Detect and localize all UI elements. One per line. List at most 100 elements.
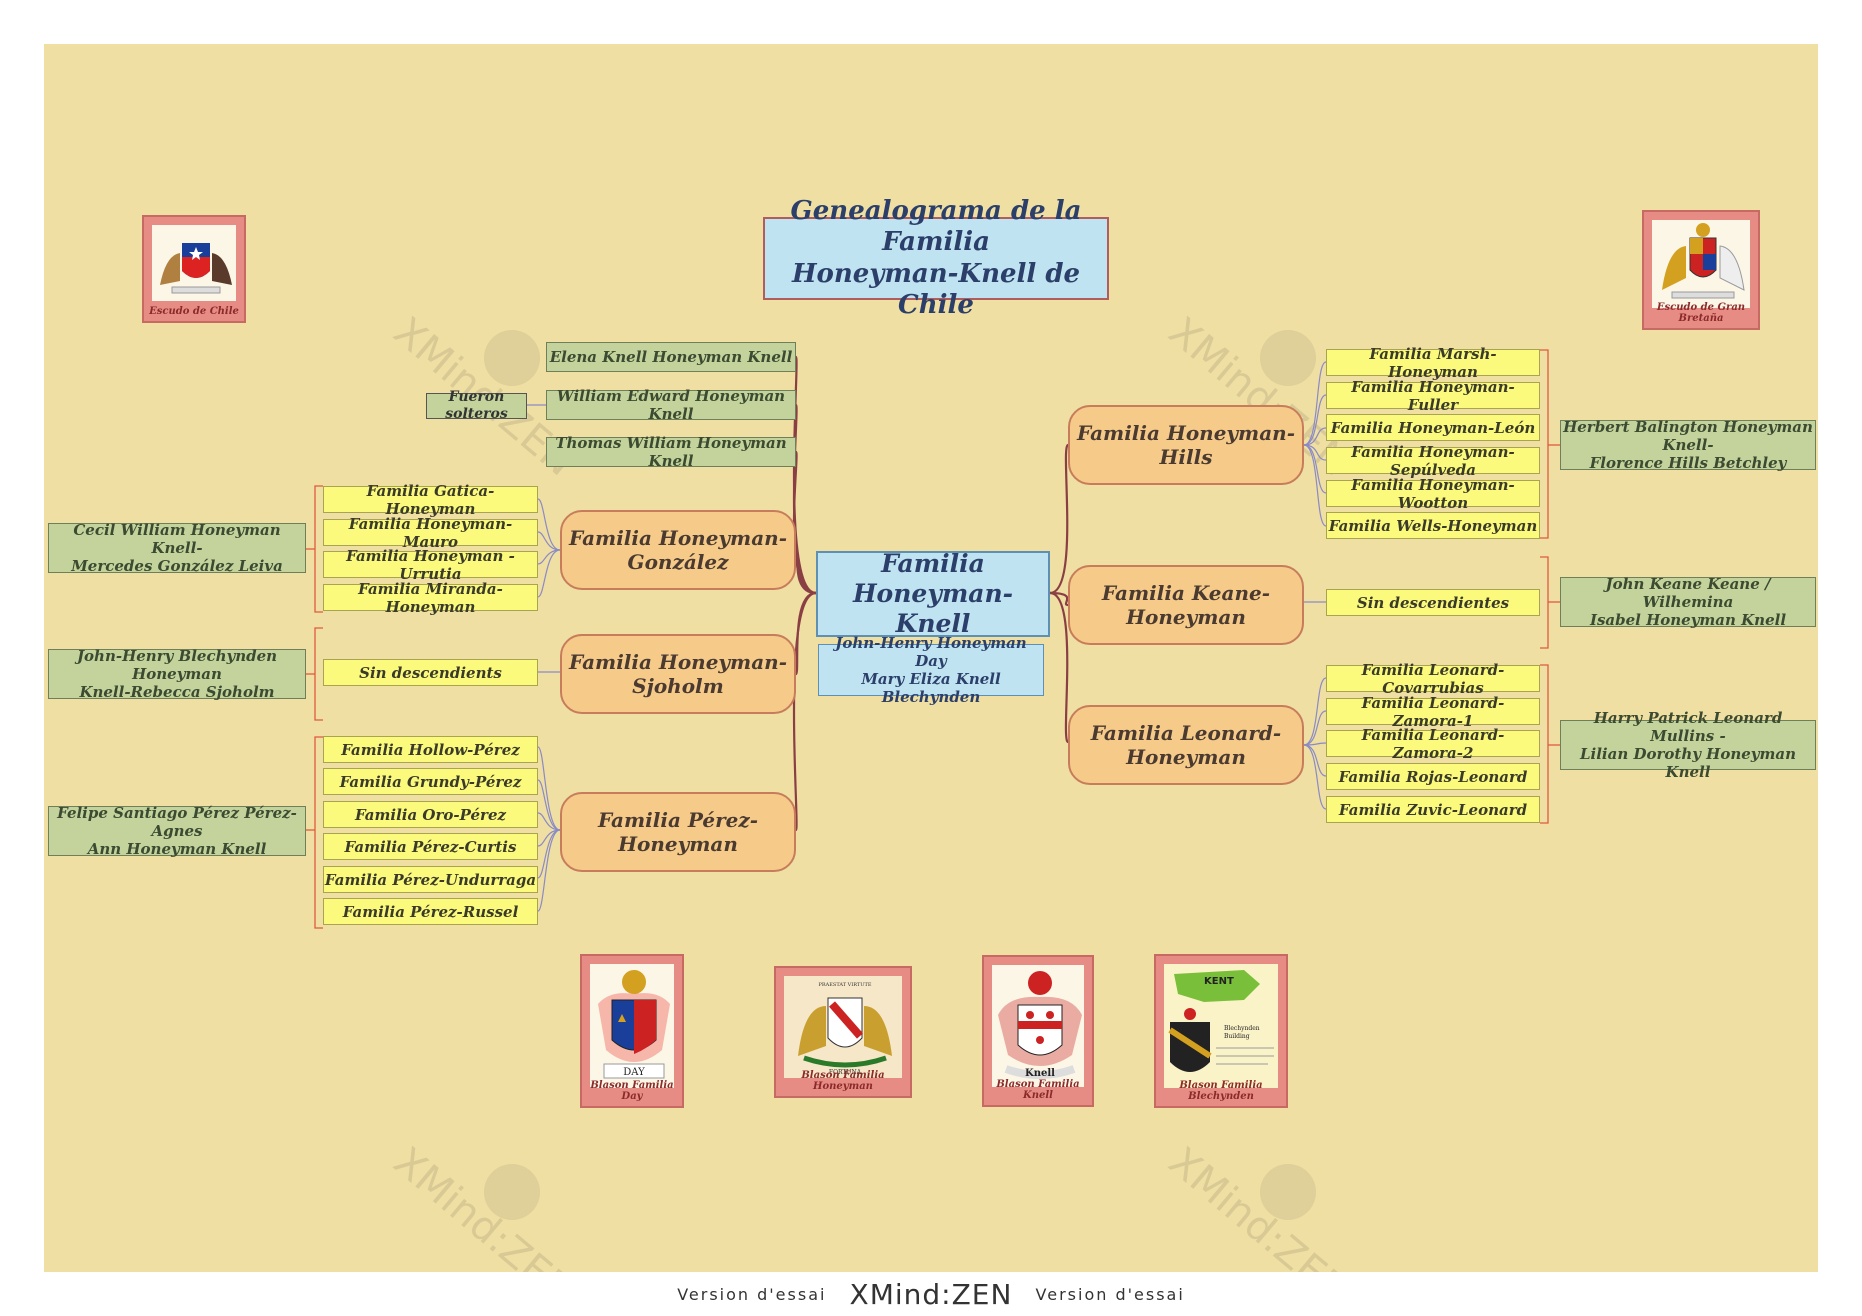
knell-crest-icon: Knell	[992, 965, 1084, 1087]
watermark: XMind:ZEN	[1159, 1138, 1358, 1272]
footer: Version d'essai XMind:ZEN Version d'essa…	[0, 1278, 1862, 1311]
single-node[interactable]: Thomas William Honeyman Knell	[546, 434, 796, 470]
child-family-node[interactable]: Familia Honeyman-Mauro	[323, 515, 538, 551]
family-line: Familia Honeyman-	[568, 650, 788, 674]
couple-line: Lilian Dorothy Honeyman Knell	[1579, 745, 1797, 781]
gb-coat-of-arms[interactable]: Escudo de Gran Bretaña	[1642, 210, 1760, 330]
child-family-node[interactable]: Familia Leonard-Zamora-1	[1326, 694, 1540, 730]
child-family-node[interactable]: Familia Honeyman-Sepúlveda	[1326, 443, 1540, 479]
watermark-logo-icon	[484, 330, 540, 386]
footer-brand-logo: XMind:ZEN	[849, 1278, 1013, 1311]
child-family-node[interactable]: Familia Miranda-Honeyman	[323, 580, 538, 616]
couple-line: Felipe Santiago Pérez Pérez-Agnes	[57, 804, 297, 840]
family-node[interactable]: Familia Keane-Honeyman	[1068, 565, 1304, 645]
child-family-node[interactable]: Familia Honeyman -Urrutia	[323, 547, 538, 583]
watermark-logo-icon	[484, 1164, 540, 1220]
couple-line: Knell-Rebecca Sjoholm	[79, 683, 275, 701]
day-crest-text: DAY	[623, 1067, 645, 1078]
day-crest-icon: DAY	[590, 964, 674, 1088]
knell-crest-text: Knell	[1025, 1068, 1055, 1079]
child-family-node[interactable]: Familia Grundy-Pérez	[323, 768, 538, 795]
family-line: Familia Pérez-	[597, 808, 759, 832]
couple-line: Cecil William Honeyman Knell-	[73, 521, 281, 557]
child-family-node[interactable]: Familia Rojas-Leonard	[1326, 763, 1540, 790]
central-topic-line: Familia	[881, 549, 985, 578]
child-family-node[interactable]: Familia Pérez-Undurraga	[323, 866, 538, 893]
blechynden-text: Building	[1224, 1033, 1250, 1040]
child-family-node[interactable]: Familia Honeyman-León	[1326, 414, 1540, 441]
couple-node[interactable]: Harry Patrick Leonard Mullins -Lilian Do…	[1560, 709, 1816, 781]
family-line: Hills	[1159, 445, 1213, 469]
family-line: Familia Keane-	[1101, 581, 1271, 605]
child-family-node[interactable]: Familia Zuvic-Leonard	[1326, 796, 1540, 823]
family-node[interactable]: Familia Pérez-Honeyman	[560, 792, 796, 872]
single-node[interactable]: Elena Knell Honeyman Knell	[546, 342, 796, 372]
child-family-node[interactable]: Familia Hollow-Pérez	[323, 736, 538, 763]
watermark-logo-icon	[1260, 1164, 1316, 1220]
title-line: Honeyman-Knell de Chile	[791, 258, 1081, 320]
emblem-caption: Escudo de Chile	[149, 306, 239, 317]
parent-name: John-Henry Honeyman Day	[835, 634, 1027, 670]
honeyman-crest-icon: PRAESTAT VIRTUTE FORTUNA	[784, 976, 902, 1078]
family-line: Honeyman	[618, 832, 738, 856]
family-line: González	[627, 550, 729, 574]
title-line: Genealograma de la Familia	[790, 196, 1082, 258]
child-family-node[interactable]: Familia Leonard-Covarrubias	[1326, 661, 1540, 697]
family-node[interactable]: Familia Honeyman-González	[560, 510, 796, 590]
family-node[interactable]: Familia Leonard-Honeyman	[1068, 705, 1304, 785]
footer-trial-label: Version d'essai	[677, 1285, 827, 1304]
child-family-node[interactable]: Sin descendients	[323, 659, 538, 686]
parents-node[interactable]: John-Henry Honeyman Day Mary Eliza Knell…	[818, 634, 1044, 706]
child-family-node[interactable]: Familia Wells-Honeyman	[1326, 512, 1540, 539]
emblem-caption: Blason Familia Honeyman	[801, 1070, 885, 1092]
child-family-node[interactable]: Familia Oro-Pérez	[323, 801, 538, 828]
family-line: Honeyman	[1126, 745, 1246, 769]
knell-family-crest[interactable]: Knell Blason Familia Knell	[982, 955, 1094, 1107]
family-line: Sjoholm	[632, 674, 724, 698]
blechynden-crest-icon: KENT Blechynden Building	[1164, 964, 1278, 1088]
couple-node[interactable]: Herbert Balington Honeyman Knell-Florenc…	[1560, 418, 1816, 472]
couple-node[interactable]: Cecil William Honeyman Knell-Mercedes Go…	[48, 521, 306, 575]
family-line: Honeyman	[1126, 605, 1246, 629]
couple-line: John-Henry Blechynden Honeyman	[76, 647, 278, 683]
emblem-caption: Escudo de Gran Bretaña	[1656, 302, 1746, 324]
honeyman-family-crest[interactable]: PRAESTAT VIRTUTE FORTUNA Blason Familia …	[774, 966, 912, 1098]
child-family-node[interactable]: Familia Leonard-Zamora-2	[1326, 726, 1540, 762]
honeyman-motto: PRAESTAT VIRTUTE	[819, 982, 872, 988]
child-family-node[interactable]: Familia Pérez-Russel	[323, 898, 538, 925]
family-node[interactable]: Familia Honeyman-Hills	[1068, 405, 1304, 485]
child-family-node[interactable]: Familia Gatica-Honeyman	[323, 482, 538, 518]
central-topic[interactable]: Familia Honeyman-Knell	[816, 549, 1050, 638]
chile-coat-of-arms[interactable]: Escudo de Chile	[142, 215, 246, 323]
singles-note[interactable]: Fueron solteros	[426, 389, 527, 422]
watermark: XMind:ZEN	[384, 1138, 583, 1272]
child-family-node[interactable]: Familia Pérez-Curtis	[323, 833, 538, 860]
footer-trial-label: Version d'essai	[1035, 1285, 1185, 1304]
couple-line: Harry Patrick Leonard Mullins -	[1593, 709, 1783, 745]
page-title: Genealograma de la Familia Honeyman-Knel…	[763, 196, 1109, 320]
couple-line: Florence Hills Betchley	[1589, 454, 1787, 472]
family-node[interactable]: Familia Honeyman-Sjoholm	[560, 634, 796, 714]
couple-line: Isabel Honeyman Knell	[1589, 611, 1787, 629]
central-topic-line: Honeyman-Knell	[852, 579, 1014, 638]
couple-line: Herbert Balington Honeyman Knell-	[1563, 418, 1813, 454]
honeyman-word: FORTUNA	[829, 1069, 862, 1076]
chile-shield-icon	[152, 225, 236, 301]
blechynden-map-label: KENT	[1204, 976, 1234, 987]
single-node[interactable]: William Edward Honeyman Knell	[546, 387, 796, 423]
gb-royal-arms-icon	[1652, 220, 1750, 308]
day-family-crest[interactable]: DAY Blason Familia Day	[580, 954, 684, 1108]
child-family-node[interactable]: Sin descendientes	[1326, 589, 1540, 616]
blechynden-text: Blechynden	[1224, 1025, 1260, 1032]
child-family-node[interactable]: Familia Marsh-Honeyman	[1326, 345, 1540, 381]
emblem-caption: Blason Familia Blechynden	[1179, 1080, 1263, 1102]
couple-line: Ann Honeyman Knell	[87, 840, 267, 858]
blechynden-family-crest[interactable]: KENT Blechynden Building Blason Familia …	[1154, 954, 1288, 1108]
parent-name: Mary Eliza Knell Blechynden	[861, 670, 1001, 706]
child-family-node[interactable]: Familia Honeyman-Fuller	[1326, 378, 1540, 414]
child-family-node[interactable]: Familia Honeyman-Wootton	[1326, 476, 1540, 512]
emblem-caption: Blason Familia Day	[590, 1080, 674, 1102]
